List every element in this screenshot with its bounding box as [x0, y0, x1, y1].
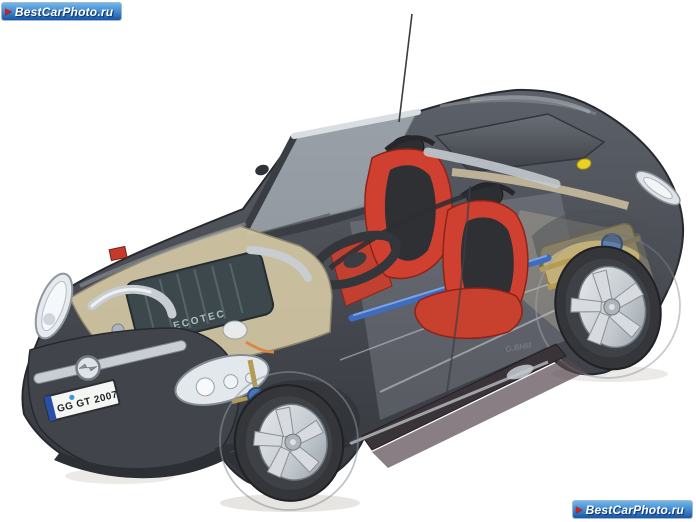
front-splitter: [54, 448, 232, 479]
door-shut-line: [445, 185, 471, 399]
antenna: [398, 13, 413, 123]
play-icon: ▶: [575, 504, 583, 514]
body-reflections: [79, 95, 591, 288]
battery-cover: [108, 245, 128, 262]
fuel-filler-cap: [576, 158, 592, 170]
grille-chrome-bar: [33, 340, 187, 384]
a-pillar: [236, 135, 298, 242]
play-icon: ▶: [5, 6, 12, 16]
taillight: [635, 170, 681, 206]
belt-tower-tube: [328, 183, 501, 270]
seat-passenger: [364, 135, 453, 280]
ghost-wheel-arc-front: [219, 371, 359, 511]
side-sill: [329, 343, 586, 468]
wind-deflector-bar: [423, 147, 561, 189]
windshield-chrome-header: [291, 109, 421, 139]
seat-driver: [414, 182, 529, 340]
muffler: [506, 364, 534, 380]
front-wheel: [233, 384, 345, 502]
headlight-right: [174, 354, 270, 406]
opel-badge-icon: [75, 355, 101, 381]
rear-wheel: [554, 245, 662, 371]
rear-fender-overlay: [532, 209, 678, 292]
watermark-top-left: ▶ BestCarPhoto.ru: [2, 3, 122, 20]
roll-hoop: [384, 135, 436, 152]
registration-seal: [69, 394, 75, 400]
watermark-label: BestCarPhoto.ru: [14, 4, 114, 19]
wiper: [249, 213, 331, 237]
watermark-label: BestCarPhoto.ru: [585, 502, 684, 517]
cockpit: [236, 109, 561, 399]
seat-cushion: [414, 287, 523, 340]
eu-band: [43, 395, 57, 422]
headlight-left: [34, 272, 74, 340]
watermark-bottom-right: ▶ BestCarPhoto.ru: [572, 501, 692, 518]
rearview-mirror: [255, 164, 269, 176]
license-plate: GG GT 2007: [43, 379, 121, 422]
intake-pipes: [87, 246, 312, 319]
